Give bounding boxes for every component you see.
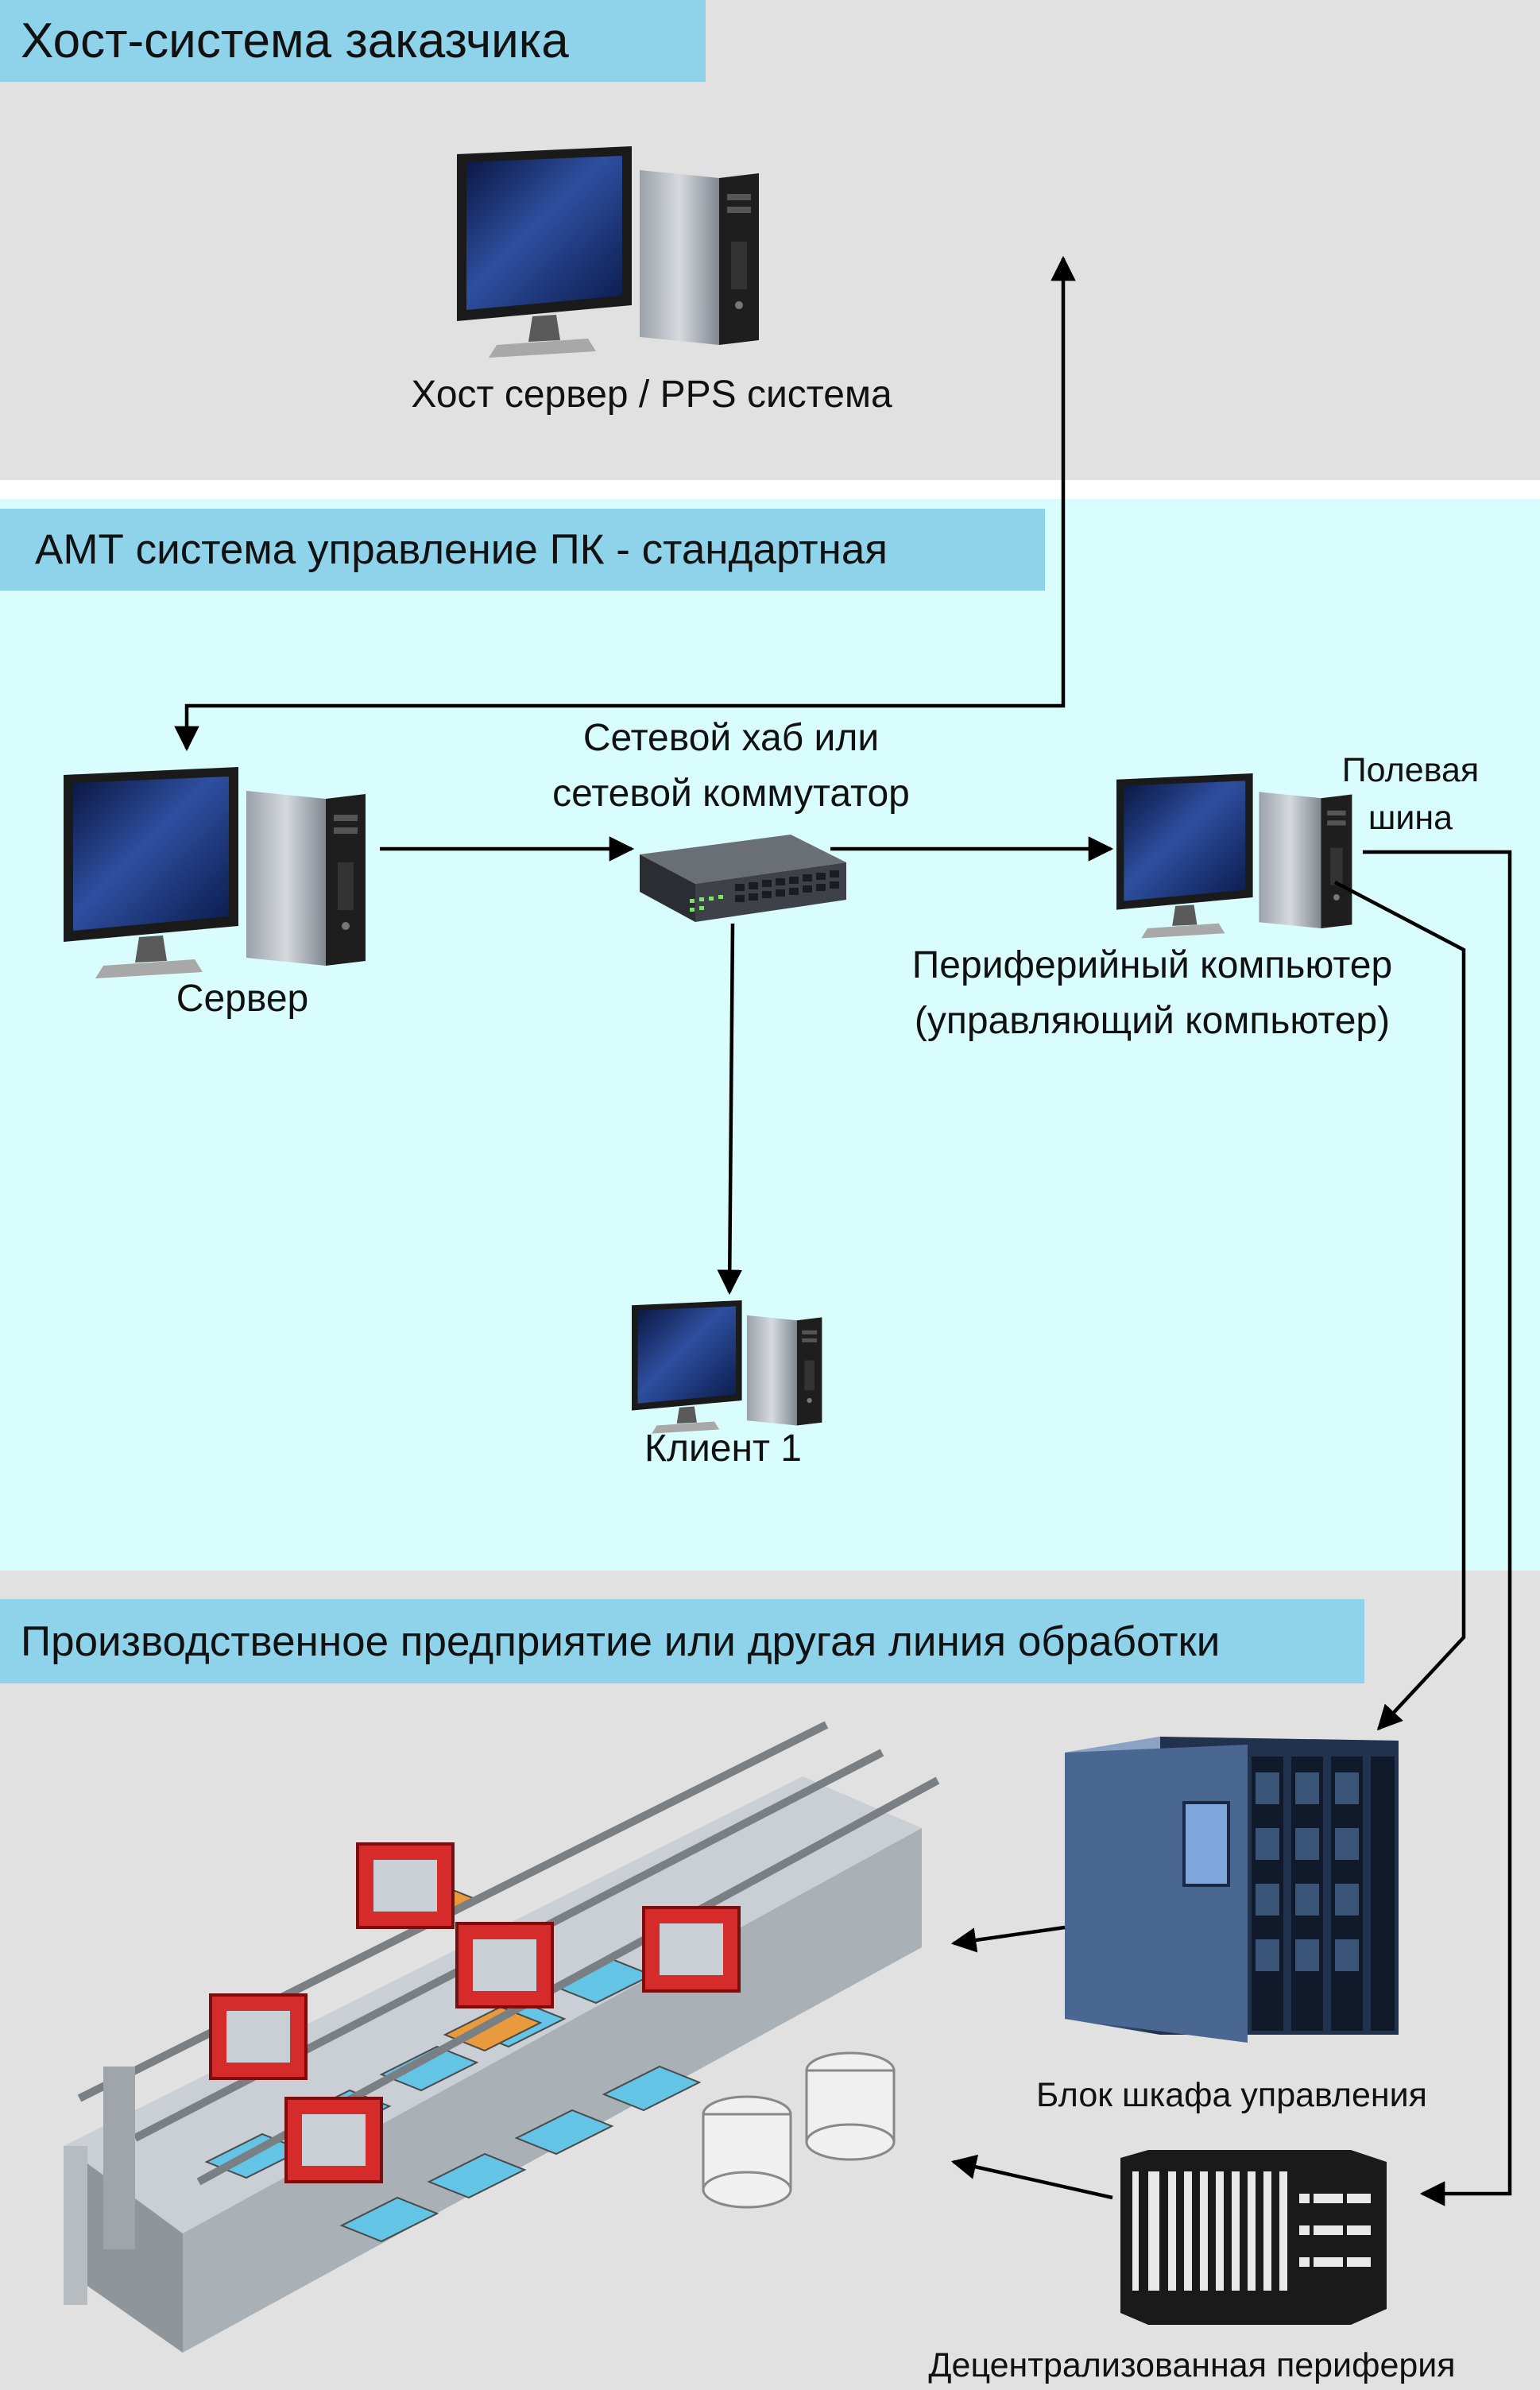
host-server-computer-icon [457,146,759,358]
host-system-banner: Хост-система заказчика [0,0,706,82]
peripheral-label-line1: Периферийный компьютер [911,944,1393,986]
connector-lines [174,255,1512,2206]
fieldbus-label-line1: Полевая [1341,751,1480,789]
network-switch-icon [640,835,846,922]
client-computer-icon [632,1300,822,1434]
hub-label-line2: сетевой коммутатор [552,773,910,815]
host-system-title: Хост-система заказчика [21,14,569,68]
decentralized-periphery-icon [1120,2150,1387,2325]
production-line-illustration [64,1721,940,2353]
control-cabinet-icon [1065,1737,1399,2043]
production-title: Производственное предприятие или другая … [21,1617,1221,1665]
peripheral-label-line2: (управляющий компьютер) [914,1000,1391,1042]
peripheral-computer-icon [1116,773,1352,939]
client-label: Клиент 1 [644,1427,802,1470]
fieldbus-label-line2: шина [1368,799,1453,837]
production-banner: Производственное предприятие или другая … [0,1599,1364,1683]
control-cabinet-label: Блок шкафа управления [1036,2076,1427,2114]
decentralized-periphery-label: Децентрализованная периферия [928,2346,1456,2384]
server-label: Сервер [176,978,309,1020]
host-server-label: Хост сервер / PPS система [411,374,892,416]
hub-label-line1: Сетевой хаб или [582,717,880,759]
server-computer-icon [64,767,366,978]
